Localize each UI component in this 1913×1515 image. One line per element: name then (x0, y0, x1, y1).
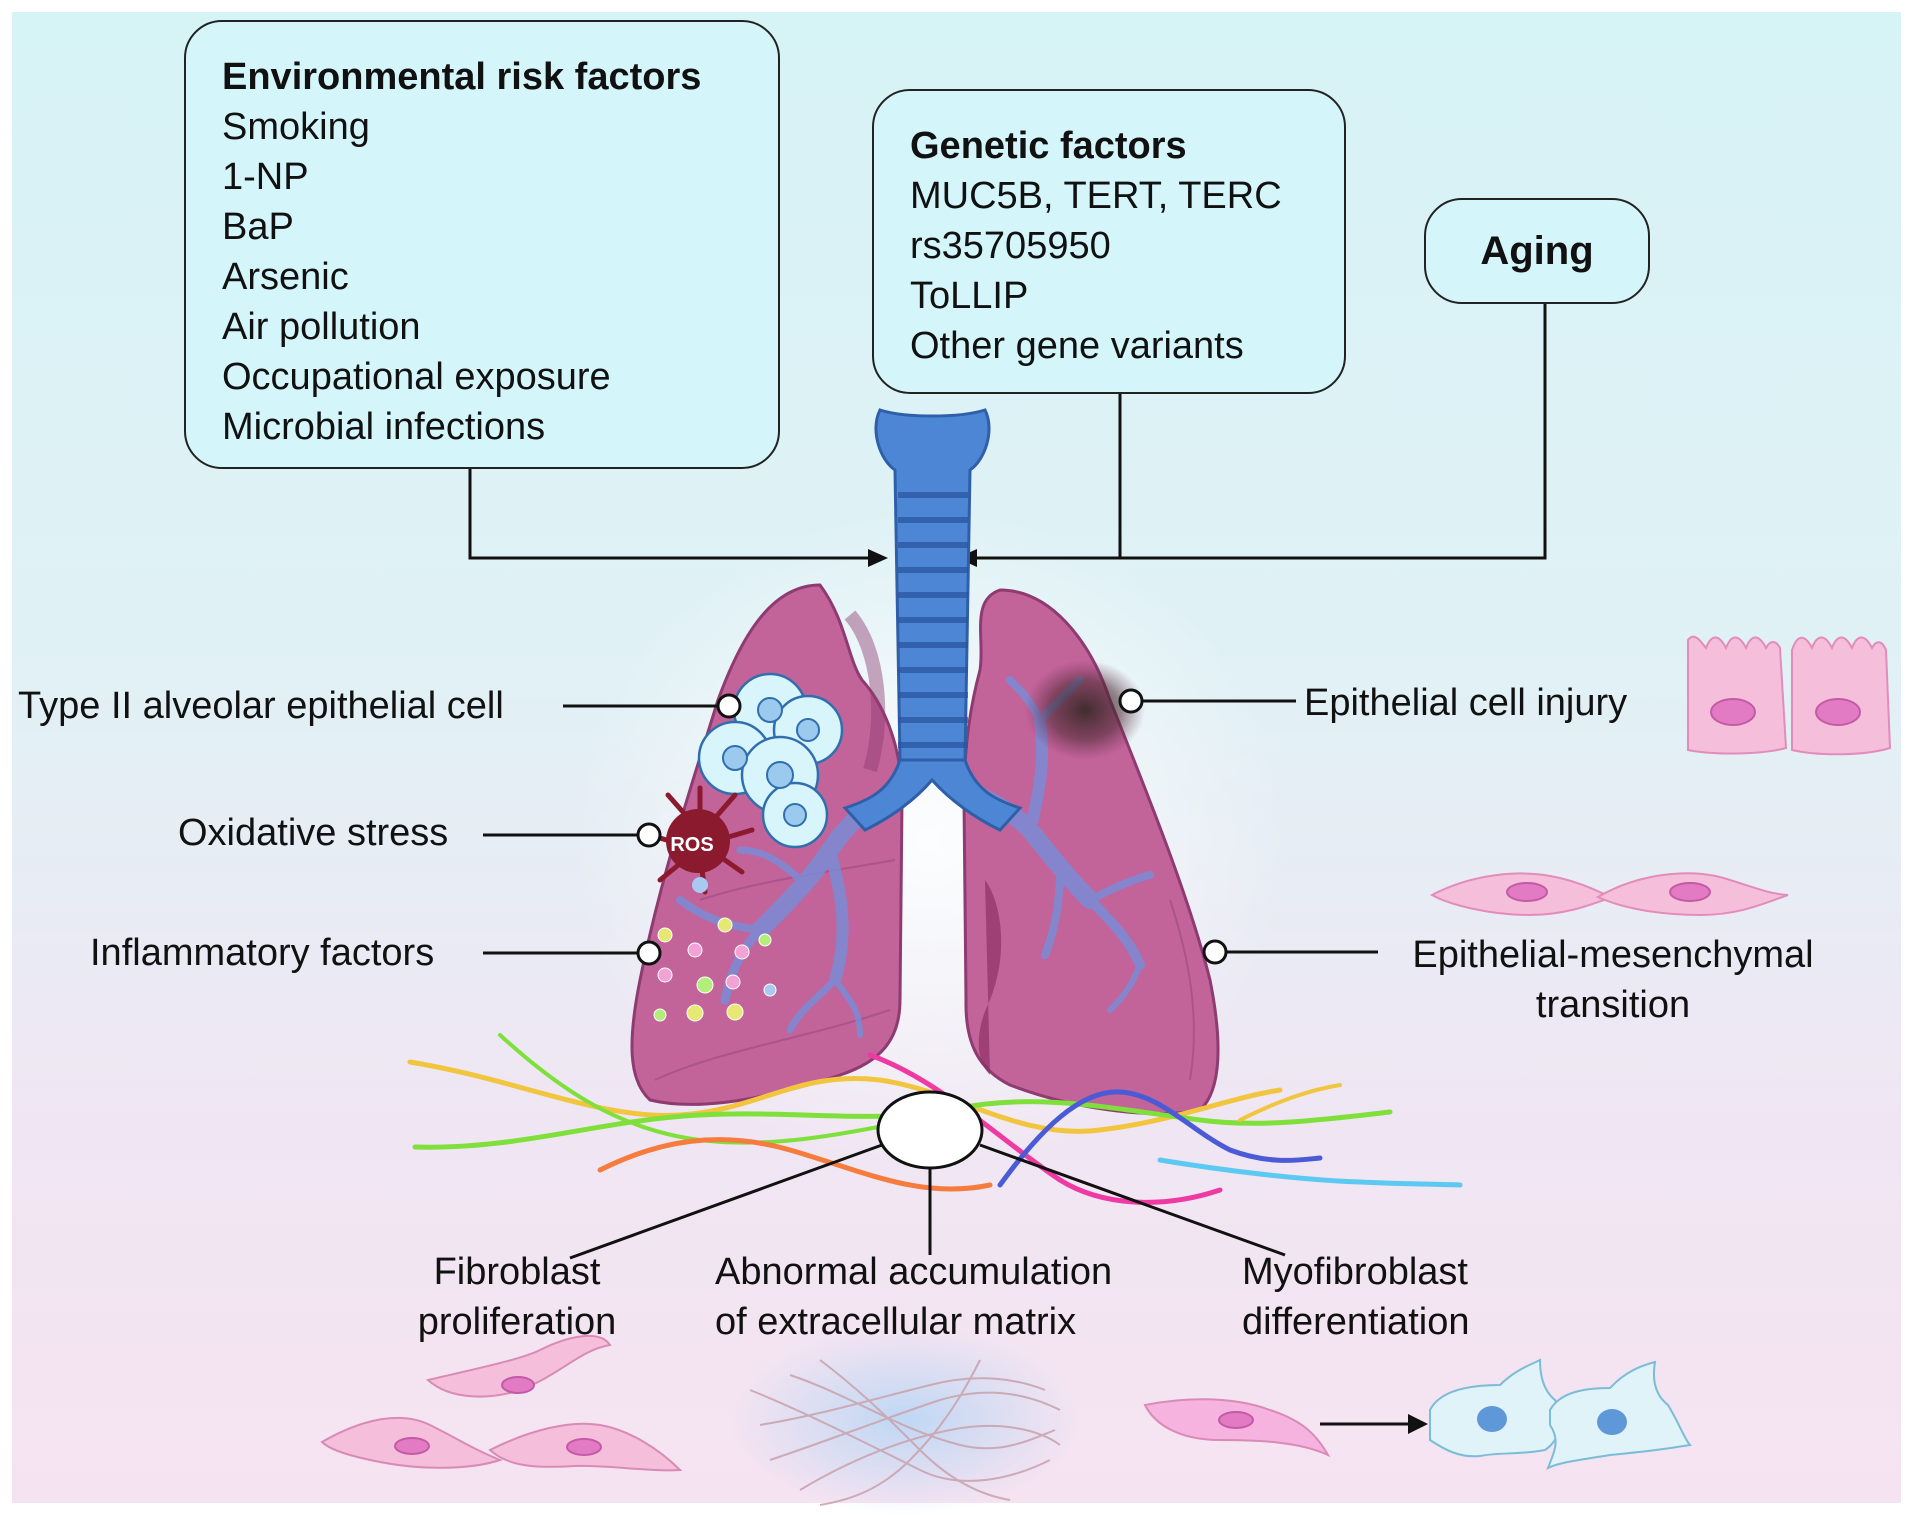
label-type2-cell: Type II alveolar epithelial cell (18, 685, 504, 727)
env-item: Smoking (222, 106, 370, 148)
emt-cells-icon (1429, 872, 1789, 917)
label-emt: Epithelial-mesenchymal transition (1388, 930, 1838, 1030)
label-myo-line1: Myofibroblast (1242, 1251, 1468, 1293)
myofibroblast-result-icon (1429, 1358, 1693, 1471)
gene-item: Other gene variants (910, 325, 1244, 367)
label-emt-line2: transition (1535, 984, 1691, 1026)
env-item: Air pollution (222, 306, 421, 348)
arrowhead-left (868, 549, 888, 567)
genetic-factors-box: Genetic factors MUC5B, TERT, TERC rs3570… (872, 89, 1346, 394)
environmental-factors-box: Environmental risk factors Smoking 1-NP … (184, 20, 780, 469)
label-fibro-line1: Fibroblast (433, 1251, 601, 1293)
right-leaders (1142, 699, 1378, 954)
env-item: 1-NP (222, 156, 309, 198)
env-item: Occupational exposure (222, 356, 611, 398)
label-emt-line1: Epithelial-mesenchymal (1412, 934, 1814, 976)
env-item: Arsenic (222, 256, 349, 298)
left-leader-dots (636, 693, 742, 966)
label-epithelial-injury: Epithelial cell injury (1304, 682, 1628, 724)
label-fibro-line2: proliferation (417, 1301, 617, 1343)
ros-label: ROS (670, 834, 713, 856)
fibroblast-cells-icon (320, 1334, 683, 1472)
gene-item: MUC5B, TERT, TERC (910, 175, 1282, 217)
left-leaders (483, 704, 718, 955)
gene-item: ToLLIP (910, 275, 1029, 317)
aging-box: Aging (1424, 198, 1650, 304)
differentiation-arrowhead (1408, 1414, 1428, 1434)
bottom-leaders (569, 1143, 1286, 1260)
label-fibroblast-proliferation: Fibroblast proliferation (392, 1247, 642, 1347)
type2-cell-cluster (697, 672, 844, 849)
env-item: Microbial infections (222, 406, 546, 448)
myofibroblast-cells-icon (1143, 1398, 1331, 1458)
label-ecm-accumulation: Abnormal accumulation of extracellular m… (715, 1247, 1112, 1347)
label-myo-line2: differentiation (1242, 1301, 1470, 1343)
label-ecm-line1: Abnormal accumulation (715, 1251, 1113, 1293)
epithelial-cells-icon (1687, 635, 1892, 756)
env-item: BaP (222, 206, 294, 248)
ecm-mesh-icon (730, 1325, 1080, 1515)
label-oxidative-stress: Oxidative stress (178, 812, 449, 854)
aging-title: Aging (1480, 229, 1594, 273)
label-myofibroblast-differentiation: Myofibroblast differentiation (1242, 1247, 1469, 1347)
gene-item: rs35705950 (910, 225, 1111, 267)
factor-arrows (468, 304, 1547, 560)
label-ecm-line2: of extracellular matrix (715, 1301, 1077, 1343)
genetic-title: Genetic factors (910, 125, 1187, 167)
right-leader-dots (1118, 688, 1228, 965)
ecm-focus-ellipse (876, 1090, 984, 1170)
label-inflammatory-factors: Inflammatory factors (90, 932, 435, 974)
injury-spot (1025, 660, 1145, 760)
environmental-title: Environmental risk factors (222, 56, 702, 98)
inflammatory-dots (653, 917, 777, 1022)
trachea (842, 408, 1023, 832)
